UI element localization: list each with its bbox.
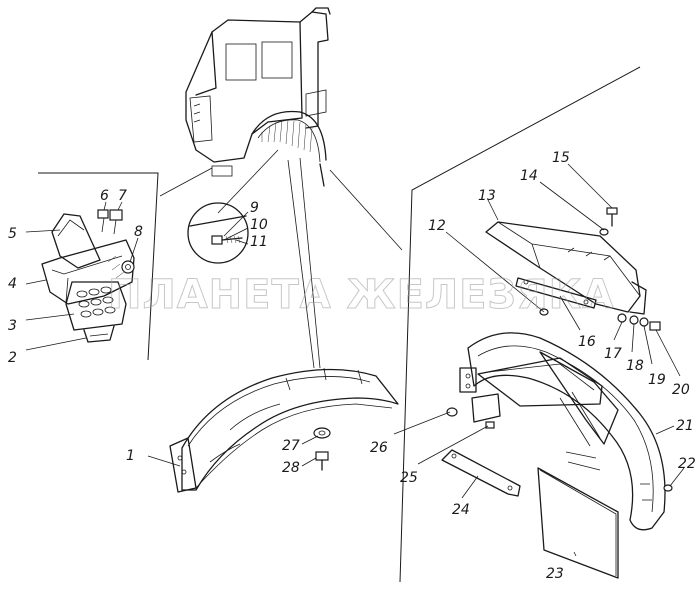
callout-21: 21: [676, 418, 694, 434]
part-6: [97, 209, 109, 219]
callout-3: 3: [8, 318, 17, 334]
callout-16: 16: [578, 334, 596, 350]
rear-mudguard-drawing: [446, 332, 673, 531]
callout-4: 4: [8, 276, 17, 292]
callout-23: 23: [546, 566, 564, 582]
callout-27: 27: [282, 438, 300, 454]
callout-12: 12: [428, 218, 446, 234]
callout-labels: 1 2 3 4 5 6 7 8 9 10 11 12 13 14 15 16 1…: [8, 150, 696, 582]
callout-24: 24: [452, 502, 470, 518]
callout-26: 26: [370, 440, 388, 456]
flat-bar-drawing: [441, 449, 521, 497]
callout-14: 14: [520, 168, 538, 184]
mud-flap-drawing: [537, 467, 619, 579]
part-2: [83, 325, 115, 343]
callout-17: 17: [604, 346, 622, 362]
callout-leaders: [25, 163, 685, 557]
divider-step-section: [38, 172, 159, 361]
callout-20: 20: [672, 382, 690, 398]
section-dividers: [38, 66, 641, 583]
callout-15: 15: [552, 150, 570, 166]
callout-10: 10: [250, 217, 268, 233]
part-8: [121, 260, 135, 274]
callout-19: 19: [648, 372, 666, 388]
callout-28: 28: [282, 460, 300, 476]
part-4: [41, 239, 135, 305]
rear-bracket-drawing: [485, 207, 661, 331]
watermark-text: ПЛАНЕТА ЖЕЛЕЗЯКА: [108, 272, 614, 318]
part-7: [109, 209, 123, 221]
part-3: [65, 281, 127, 331]
step-tread-grid: [76, 286, 116, 318]
callout-11: 11: [250, 234, 268, 250]
callout-18: 18: [626, 358, 644, 374]
bolt-27-28-drawing: [313, 427, 331, 471]
callout-22: 22: [678, 456, 696, 472]
callout-8: 8: [134, 224, 143, 240]
part-5: [51, 213, 101, 269]
callout-7: 7: [118, 188, 127, 204]
divider-rear-section: [399, 66, 641, 583]
callout-1: 1: [126, 448, 135, 464]
callout-6: 6: [100, 188, 109, 204]
callout-13: 13: [478, 188, 496, 204]
callout-25: 25: [400, 470, 418, 486]
fastener-detail-drawing: [187, 202, 249, 264]
callout-5: 5: [8, 226, 17, 242]
truck-cab-drawing: [185, 7, 331, 187]
connector-lines: [159, 149, 403, 369]
callout-2: 2: [8, 350, 17, 366]
callout-9: 9: [250, 200, 259, 216]
front-mudguard-drawing: [169, 367, 399, 493]
step-assembly-drawing: [41, 209, 135, 343]
